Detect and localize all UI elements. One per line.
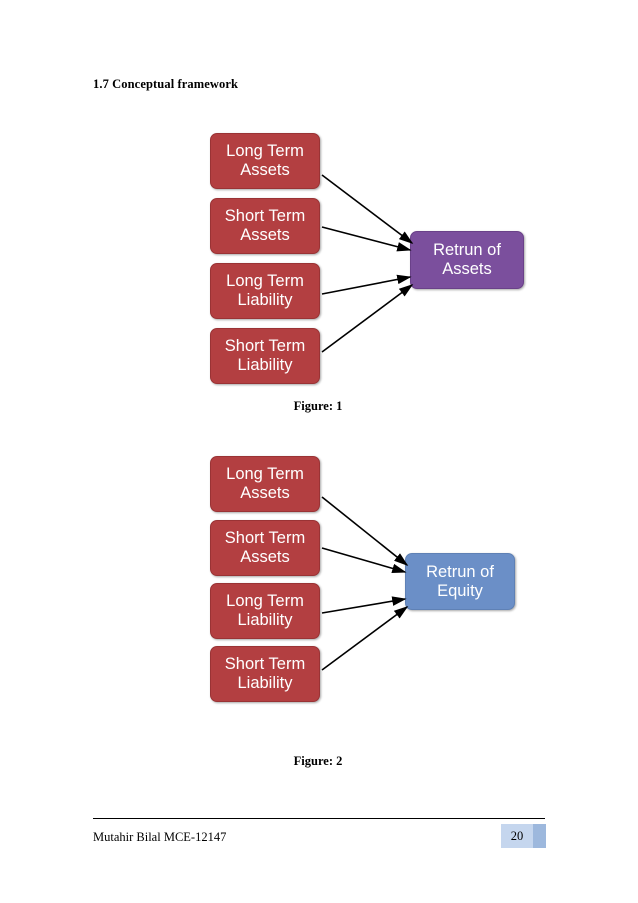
figure2-source-node-4: Short Term Liability bbox=[210, 646, 320, 702]
figure1-source-node-1: Long Term Assets bbox=[210, 133, 320, 189]
section-heading: 1.7 Conceptual framework bbox=[93, 77, 239, 91]
figure1-source-node-3: Long Term Liability bbox=[210, 263, 320, 319]
figure2-caption: Figure: 2 bbox=[293, 754, 343, 768]
figure2-target-node: Retrun of Equity bbox=[405, 553, 515, 610]
figure1-target-node: Retrun of Assets bbox=[410, 231, 524, 289]
footer-divider bbox=[93, 818, 545, 819]
figure1-source-node-2: Short Term Assets bbox=[210, 198, 320, 254]
figure2-source-node-1: Long Term Assets bbox=[210, 456, 320, 512]
page-number-value: 20 bbox=[501, 824, 533, 848]
figure2-source-node-3: Long Term Liability bbox=[210, 583, 320, 639]
page-number-badge: 20 bbox=[500, 824, 546, 848]
figure1-source-node-4: Short Term Liability bbox=[210, 328, 320, 384]
figure1-caption: Figure: 1 bbox=[293, 399, 343, 413]
figure2-source-node-2: Short Term Assets bbox=[210, 520, 320, 576]
footer-author: Mutahir Bilal MCE-12147 bbox=[93, 830, 227, 844]
